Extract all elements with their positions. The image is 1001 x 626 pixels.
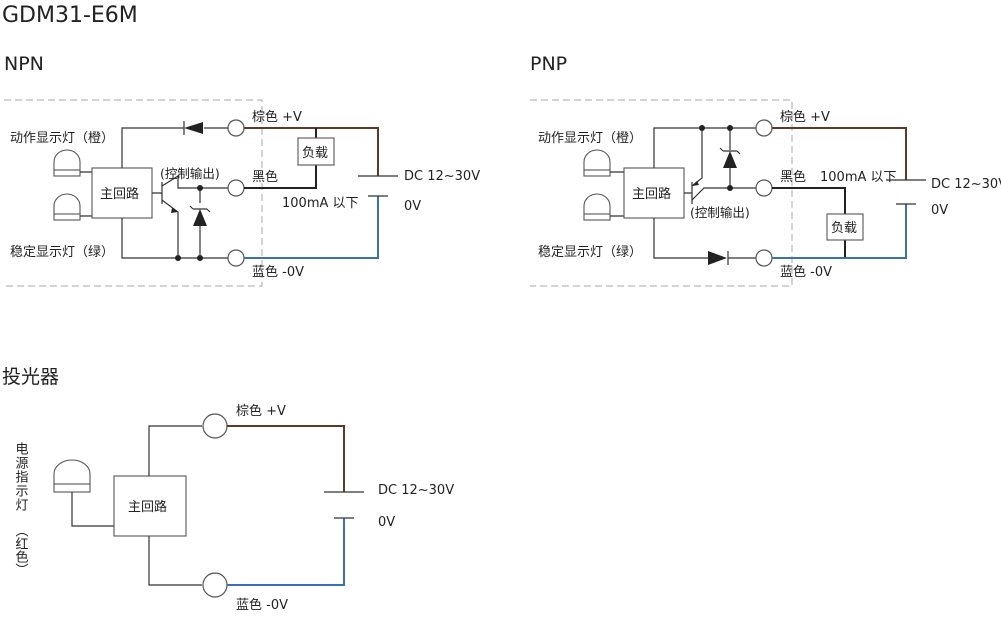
npn-dc-label: DC 12~30V — [404, 169, 480, 184]
pnp-diode-bottom-icon — [708, 251, 727, 265]
emitter-blue-label: 蓝色 -0V — [236, 597, 288, 613]
npn-housing — [4, 99, 263, 287]
npn-zener-icon — [193, 209, 207, 226]
emitter-heading: 投光器 — [2, 366, 59, 388]
npn-terminal-brown — [227, 119, 245, 137]
npn-led-stable-label: 稳定显示灯（绿） — [10, 244, 114, 260]
pnp-led-stable-label: 稳定显示灯（绿） — [538, 244, 642, 260]
pnp-housing — [530, 99, 793, 287]
pnp-load-label: 负载 — [831, 221, 857, 236]
emitter-zero-label: 0V — [378, 515, 395, 530]
npn-current-label: 100mA 以下 — [282, 196, 359, 211]
npn-blue-label: 蓝色 -0V — [252, 264, 304, 280]
npn-blue-wire — [244, 196, 379, 259]
npn-brown-label: 棕色 +V — [252, 109, 302, 125]
emitter-blue-wire — [227, 518, 345, 586]
pnp-dc-label: DC 12~30V — [931, 177, 1001, 192]
npn-main-circuit-label: 主回路 — [100, 186, 139, 202]
pnp-current-label: 100mA 以下 — [820, 170, 897, 185]
model-title: GDM31-E6M — [2, 3, 138, 28]
pnp-led-action-label: 动作显示灯（橙） — [538, 131, 642, 146]
pnp-main-circuit-label: 主回路 — [632, 186, 671, 202]
pnp-terminal-black — [755, 179, 773, 197]
emitter-terminal-blue — [202, 572, 228, 598]
npn-diagram: NPN 动作显示灯（橙） 稳定显示灯（绿） 主回路 — [4, 53, 480, 287]
emitter-main-circuit-label: 主回路 — [128, 499, 167, 515]
pnp-black-label: 黑色 — [780, 169, 806, 185]
pnp-terminal-brown — [755, 119, 773, 137]
emitter-diagram: 投光器 电源指示灯 （红色） 主回路 棕色 +V 蓝色 -0V DC 12~30… — [2, 366, 454, 613]
pnp-zener-icon — [723, 151, 737, 168]
pnp-transistor-icon — [684, 128, 756, 204]
npn-diode-top-icon — [184, 122, 203, 134]
emitter-dc-label: DC 12~30V — [378, 483, 454, 498]
npn-led-action-label: 动作显示灯（橙） — [10, 131, 114, 146]
pnp-led-stable — [583, 193, 611, 221]
npn-terminal-black — [227, 179, 245, 197]
emitter-power-led-color-label: （红色） — [13, 524, 29, 576]
pnp-diagram: PNP 动作显示灯（橙） 稳定显示灯（绿） 主回路 (控制输出) — [530, 53, 1001, 287]
npn-black-wire — [244, 128, 317, 189]
pnp-black-wire — [772, 187, 846, 258]
npn-led-stable — [53, 193, 81, 221]
emitter-terminal-brown — [202, 413, 228, 439]
npn-zero-label: 0V — [404, 199, 421, 214]
pnp-brown-wire — [772, 127, 907, 180]
emitter-brown-wire — [227, 425, 345, 492]
pnp-blue-wire — [772, 204, 907, 259]
npn-load-box — [297, 137, 335, 166]
npn-brown-wire — [244, 127, 379, 176]
pnp-zero-label: 0V — [931, 203, 948, 218]
pnp-main-circuit-box — [623, 167, 685, 219]
emitter-power-led — [53, 459, 91, 493]
emitter-main-circuit-box — [113, 475, 187, 537]
npn-transistor-icon — [152, 174, 228, 258]
pnp-led-action — [583, 149, 611, 177]
npn-control-output-label: (控制输出) — [160, 166, 220, 181]
pnp-blue-label: 蓝色 -0V — [780, 264, 832, 280]
npn-load-label: 负载 — [302, 146, 328, 161]
emitter-power-led-label: 电源指示灯 — [13, 442, 29, 512]
pnp-brown-label: 棕色 +V — [780, 109, 830, 125]
npn-black-label: 黑色 — [252, 169, 278, 185]
npn-terminal-blue — [227, 249, 245, 267]
pnp-terminal-blue — [755, 249, 773, 267]
npn-heading: NPN — [4, 53, 44, 75]
emitter-brown-label: 棕色 +V — [236, 403, 286, 419]
pnp-load-box — [826, 213, 864, 241]
pnp-control-output-label: (控制输出) — [690, 205, 750, 220]
pnp-heading: PNP — [530, 53, 567, 75]
npn-led-action — [53, 149, 81, 177]
